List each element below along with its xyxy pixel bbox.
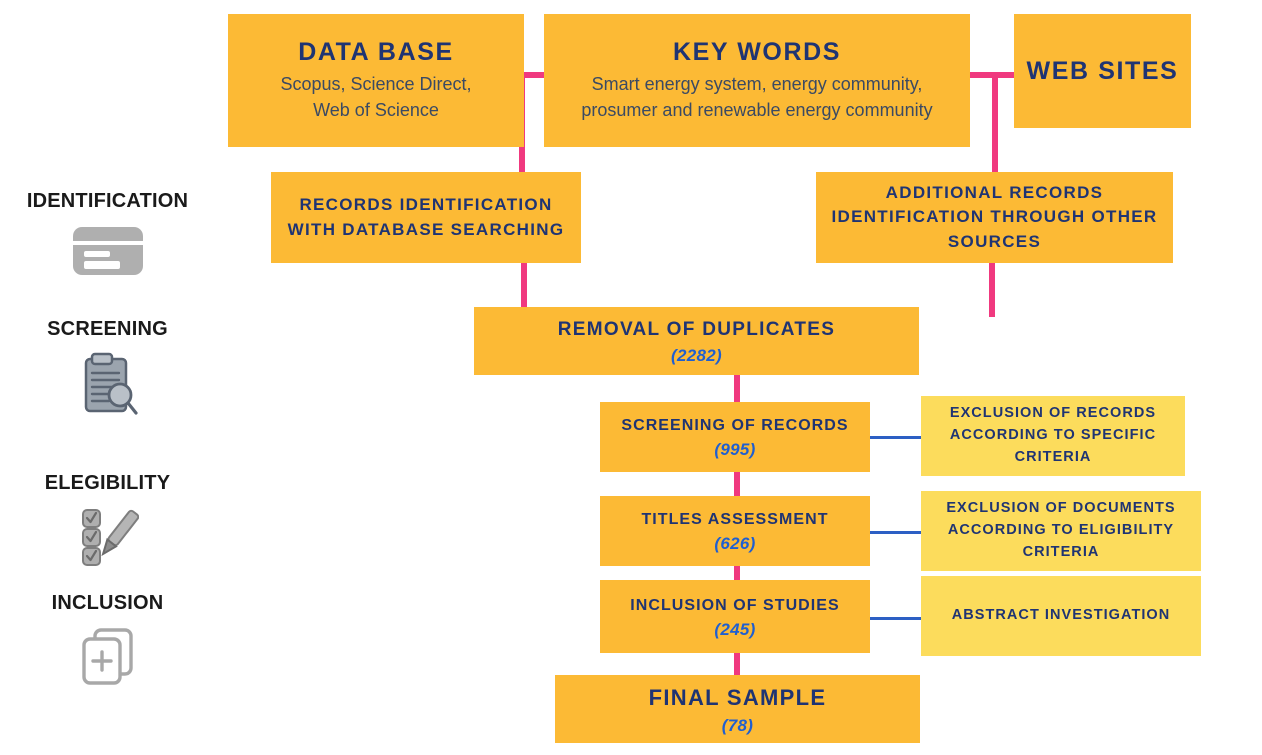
- database-detail: Scopus, Science Direct, Web of Science: [280, 73, 472, 120]
- final-sample-count: (78): [721, 715, 754, 735]
- exclusion-eligibility-label: EXCLUSION OF DOCUMENTS ACCORDING TO ELIG…: [946, 500, 1176, 560]
- identification-database-label: RECORDS IDENTIFICATION WITH DATABASE SEA…: [287, 194, 565, 239]
- pink-connector-duplicates-to-screening: [734, 372, 740, 410]
- flow-box-titles-assessment: TITLES ASSESSMENT (626): [600, 496, 870, 566]
- identification-box-database-searching: RECORDS IDENTIFICATION WITH DATABASE SEA…: [271, 172, 581, 263]
- checklist-pen-icon: [0, 505, 215, 567]
- titles-label: TITLES ASSESSMENT: [641, 511, 829, 528]
- pink-connector-records-to-duplicates: [521, 262, 527, 317]
- source-box-keywords: KEY WORDS Smart energy system, energy co…: [544, 14, 970, 147]
- stage-elegibility: ELEGIBILITY: [0, 472, 215, 567]
- source-box-database: DATA BASE Scopus, Science Direct, Web of…: [228, 14, 524, 147]
- flow-box-screening-of-records: SCREENING OF RECORDS (995): [600, 402, 870, 472]
- flow-box-final-sample: FINAL SAMPLE (78): [555, 675, 920, 743]
- stage-label-elegibility: ELEGIBILITY: [44, 472, 171, 494]
- exclusion-specific-label: EXCLUSION OF RECORDS ACCORDING TO SPECIF…: [949, 405, 1157, 465]
- final-sample-label: FINAL SAMPLE: [648, 685, 827, 711]
- stage-identification: IDENTIFICATION: [0, 190, 215, 279]
- identification-other-sources-label: ADDITIONAL RECORDS IDENTIFICATION THROUG…: [831, 182, 1158, 251]
- clipboard-search-icon: [0, 351, 215, 417]
- identification-box-other-sources: ADDITIONAL RECORDS IDENTIFICATION THROUG…: [816, 172, 1173, 263]
- stage-inclusion: INCLUSION: [0, 592, 215, 687]
- pink-connector-top-right-vertical: [992, 72, 998, 177]
- titles-count: (626): [714, 534, 756, 553]
- inclusion-count: (245): [714, 619, 756, 639]
- flow-box-removal-of-duplicates: REMOVAL OF DUPLICATES (2282): [474, 307, 919, 375]
- screening-count: (995): [714, 440, 756, 459]
- stacked-pages-plus-icon: [0, 625, 215, 687]
- flow-box-inclusion-of-studies: INCLUSION OF STUDIES (245): [600, 580, 870, 653]
- database-title: DATA BASE: [298, 38, 454, 67]
- keywords-detail: Smart energy system, energy community, p…: [581, 73, 933, 120]
- screening-label: SCREENING OF RECORDS: [621, 417, 849, 434]
- websites-title: WEB SITES: [1026, 56, 1179, 85]
- removal-label: REMOVAL OF DUPLICATES: [557, 319, 836, 341]
- stage-label-screening: SCREENING: [47, 318, 168, 340]
- stage-label-identification: IDENTIFICATION: [26, 190, 189, 212]
- blue-connector-screening-to-exclusion: [869, 436, 921, 439]
- inclusion-label: INCLUSION OF STUDIES: [630, 596, 840, 614]
- pink-connector-additional-to-duplicates: [989, 262, 995, 317]
- keywords-title: KEY WORDS: [672, 38, 842, 67]
- blue-connector-titles-to-exclusion: [869, 531, 921, 534]
- stage-screening: SCREENING: [0, 318, 215, 417]
- stage-label-inclusion: INCLUSION: [51, 592, 164, 614]
- blue-connector-inclusion-to-abstract: [869, 617, 921, 620]
- id-card-icon: [0, 223, 215, 279]
- abstract-investigation-label: ABSTRACT INVESTIGATION: [951, 607, 1171, 624]
- exclusion-box-abstract-investigation: ABSTRACT INVESTIGATION: [921, 576, 1201, 656]
- exclusion-box-specific-criteria: EXCLUSION OF RECORDS ACCORDING TO SPECIF…: [921, 396, 1185, 476]
- exclusion-box-eligibility-criteria: EXCLUSION OF DOCUMENTS ACCORDING TO ELIG…: [921, 491, 1201, 571]
- removal-count: (2282): [671, 345, 722, 365]
- source-box-websites: WEB SITES: [1014, 14, 1191, 128]
